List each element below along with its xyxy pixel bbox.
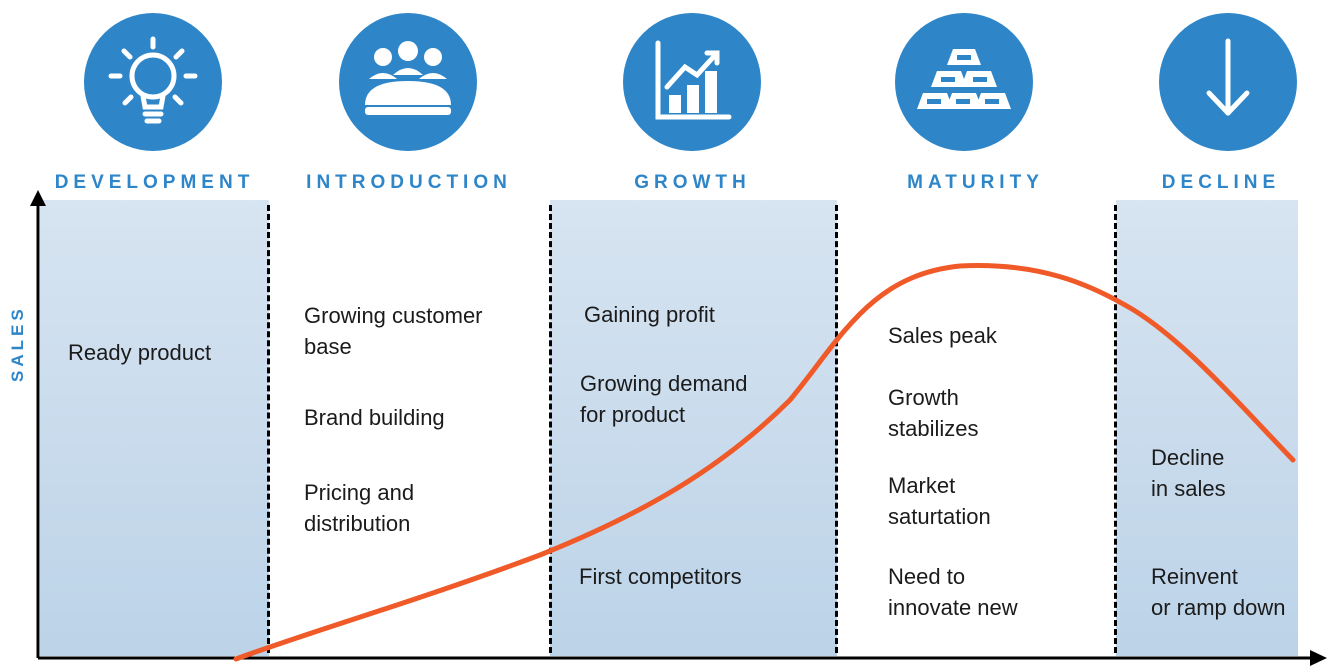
divider-introduction-growth	[549, 205, 552, 653]
stage-title-maturity: MATURITY	[907, 172, 1044, 193]
down-arrow-icon	[1159, 13, 1297, 151]
note-growth-stabilizes: Growth stabilizes	[888, 385, 979, 441]
note-decline-in-sales: Decline in sales	[1151, 445, 1226, 501]
note-growing-customer-base: Growing customer base	[304, 303, 483, 359]
x-axis-arrowhead	[1310, 650, 1327, 666]
team-meeting-icon	[339, 13, 477, 151]
growth-band	[550, 200, 837, 656]
note-market-saturtation: Market saturtation	[888, 473, 991, 529]
lightbulb-icon	[84, 13, 222, 151]
stage-title-decline: DECLINE	[1161, 172, 1281, 193]
note-need-to-innovate: Need to innovate new	[888, 564, 1018, 620]
stage-title-growth: GROWTH	[634, 172, 751, 193]
sales-curve	[233, 263, 1296, 662]
stage-title-development: DEVELOPMENT	[54, 172, 255, 193]
note-gaining-profit: Gaining profit	[584, 302, 715, 327]
note-reinvent-or-ramp-down: Reinvent or ramp down	[1151, 564, 1286, 620]
note-brand-building: Brand building	[304, 405, 445, 430]
growth-chart-icon	[623, 13, 761, 151]
divider-growth-maturity	[835, 205, 838, 653]
stage-title-introduction: INTRODUCTION	[306, 172, 512, 193]
note-ready-product: Ready product	[68, 340, 212, 365]
note-pricing-and-distribution: Pricing and distribution	[304, 480, 415, 536]
decline-band	[1116, 200, 1298, 656]
note-growing-demand: Growing demand for product	[580, 371, 748, 427]
note-first-competitors: First competitors	[579, 564, 742, 589]
divider-maturity-decline	[1114, 205, 1117, 653]
note-sales-peak: Sales peak	[888, 323, 997, 348]
development-band	[40, 200, 269, 656]
y-axis-arrowhead	[30, 190, 46, 206]
divider-development-introduction	[267, 205, 270, 653]
gold-bars-icon	[895, 13, 1033, 151]
y-axis-label: SALES	[8, 305, 27, 382]
